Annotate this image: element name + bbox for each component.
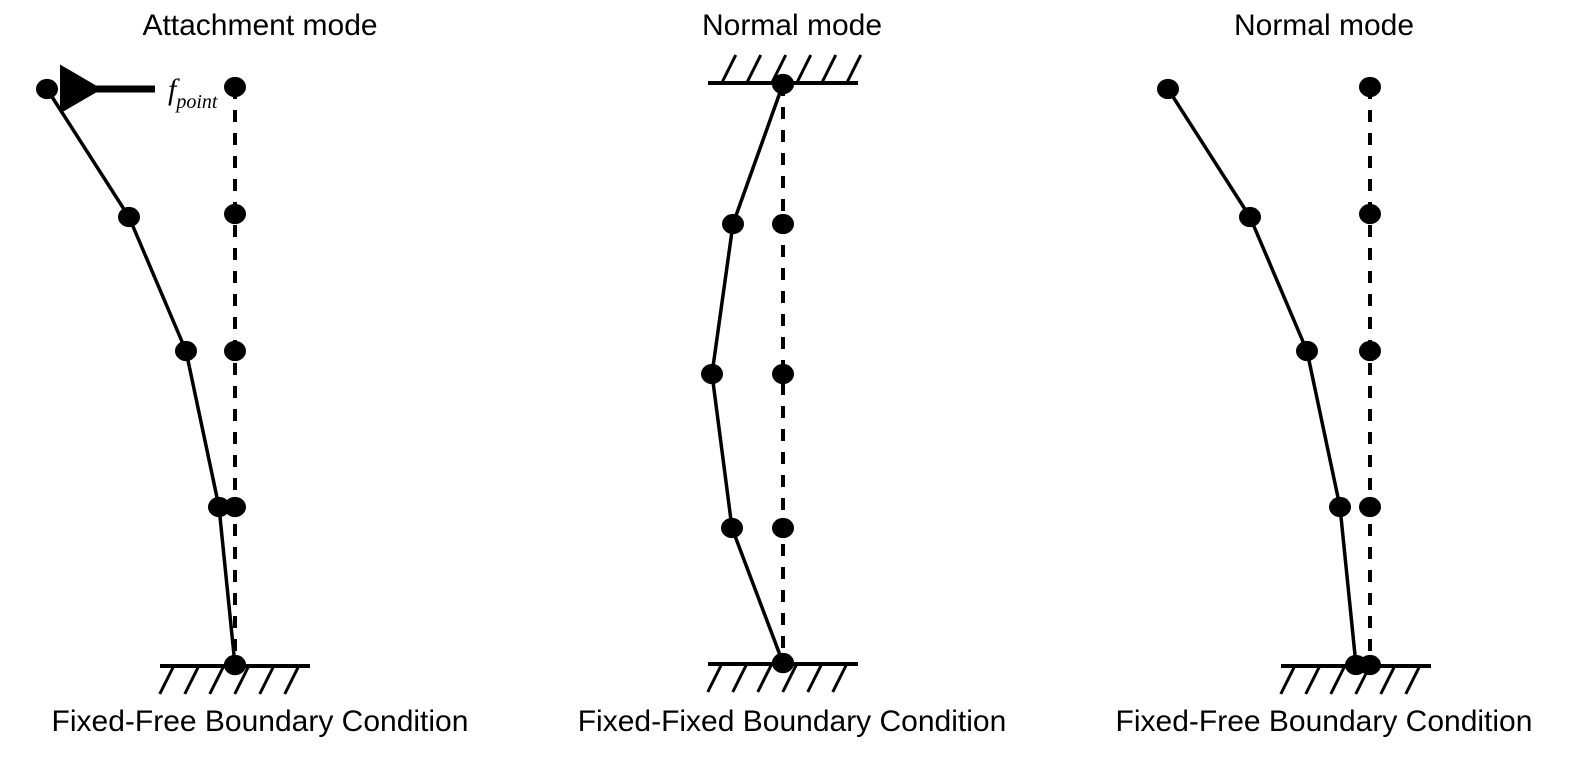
- reference-node: [224, 340, 246, 362]
- support-hatch: [820, 54, 838, 84]
- deformed-node: [1157, 78, 1179, 100]
- reference-node: [1359, 76, 1381, 98]
- reference-node: [224, 203, 246, 225]
- support-hatch: [258, 665, 276, 695]
- deformed-node: [208, 496, 230, 518]
- panel-geometry-attachment-mode-fixed-free: fpoint: [36, 64, 310, 695]
- deformed-node: [722, 213, 744, 235]
- reference-node: [772, 213, 794, 235]
- panel-title: Normal mode: [701, 9, 883, 42]
- deformed-node: [1296, 340, 1318, 362]
- panel-caption: Fixed-Free Boundary Condition: [51, 705, 469, 738]
- support-hatch: [831, 663, 849, 693]
- support-hatch: [183, 665, 201, 695]
- panel-caption: Fixed-Fixed Boundary Condition: [577, 705, 1007, 738]
- support-hatch: [1304, 665, 1322, 695]
- support-hatch: [731, 663, 749, 693]
- panel-geometry-normal-mode-fixed-fixed: [701, 54, 863, 693]
- support-hatch: [1404, 665, 1422, 695]
- reference-node: [1359, 496, 1381, 518]
- deformed-node: [772, 652, 794, 674]
- deformed-shape-line: [1166, 88, 1358, 666]
- support-hatch: [795, 54, 813, 84]
- deformed-shape-line: [45, 88, 237, 666]
- support-hatch: [806, 663, 824, 693]
- support-hatch: [745, 54, 763, 84]
- deformed-node: [224, 654, 246, 676]
- support-hatch: [158, 665, 176, 695]
- reference-node: [772, 517, 794, 539]
- reference-node: [1359, 203, 1381, 225]
- panel-geometry-normal-mode-fixed-free: [1157, 76, 1431, 695]
- support-top: [708, 54, 863, 85]
- support-hatch: [720, 54, 738, 84]
- support-hatch: [1279, 665, 1297, 695]
- deformed-node: [772, 73, 794, 95]
- support-hatch: [283, 665, 301, 695]
- support-hatch: [845, 54, 863, 84]
- deformed-node: [118, 206, 140, 228]
- support-hatch: [706, 663, 724, 693]
- deformed-node: [1345, 654, 1367, 676]
- reference-node: [224, 76, 246, 98]
- deformed-node: [36, 78, 58, 100]
- deformed-node: [175, 340, 197, 362]
- deformed-node: [1239, 206, 1261, 228]
- support-hatch: [233, 665, 251, 695]
- force-label-subscript: point: [174, 91, 218, 113]
- deformed-node: [701, 363, 723, 385]
- panel-caption: Fixed-Free Boundary Condition: [1115, 705, 1533, 738]
- deformed-node: [721, 517, 743, 539]
- force-label: fpoint: [168, 73, 218, 113]
- support-hatch: [208, 665, 226, 695]
- deformed-node: [1329, 496, 1351, 518]
- panel-title: Normal mode: [1233, 9, 1415, 42]
- support-hatch: [1379, 665, 1397, 695]
- panel-title: Attachment mode: [142, 9, 378, 42]
- reference-node: [224, 496, 246, 518]
- support-hatch: [781, 663, 799, 693]
- support-bottom: [158, 664, 310, 695]
- support-hatch: [756, 663, 774, 693]
- support-hatch: [1329, 665, 1347, 695]
- reference-node: [772, 363, 794, 385]
- reference-node: [1359, 340, 1381, 362]
